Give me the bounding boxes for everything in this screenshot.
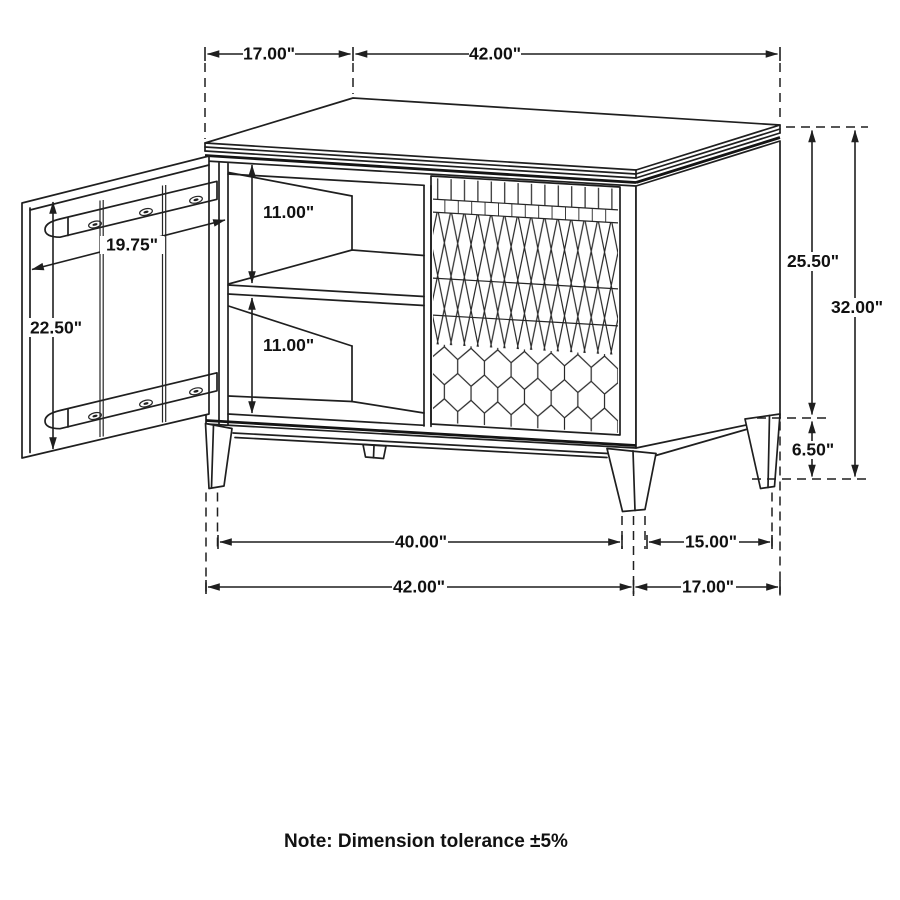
dim-side-leg-spacing-label: 15.00" [685,532,737,552]
dim-door: 22.50" 19.75" [25,201,226,450]
dim-overall-depth-label: 17.00" [682,577,734,597]
dim-upper-opening-label: 11.00" [263,202,314,222]
dim-leg-height-label: 6.50" [792,440,834,460]
dim-top-depth-label: 17.00" [243,44,295,64]
dim-front-leg-spacing-label: 40.00" [395,532,447,552]
dim-case-height-label: 25.50" [787,251,839,271]
right-side-face [635,140,781,449]
dim-overall-width-label: 42.00" [393,577,445,597]
tile-border-row-2 [433,199,618,223]
tile-border-row-1 [433,178,618,210]
front-right-leg [606,447,657,513]
cabinet-top [204,97,781,184]
shelf-front-bottom-edge [227,293,425,307]
open-door [21,155,218,459]
legs [204,413,781,513]
dim-top: 17.00" 42.00" [204,44,781,64]
dim-lower-opening-label: 11.00" [263,335,314,355]
dim-top-width-label: 42.00" [469,44,521,64]
cabinet-line-drawing: 17.00" 42.00" 22.50" 19.75" 11.00" 11.00… [21,43,888,597]
tolerance-note: Note: Dimension tolerance ±5% [284,831,568,852]
shelf-front-top-edge [227,284,425,298]
pattern-panel [430,175,621,436]
dim-door-height-label: 22.50" [30,318,82,338]
dim-openings: 11.00" 11.00" [248,164,319,414]
front-left-leg [204,422,233,490]
dim-bottom: 40.00" 15.00" 42.00" 17.00" [205,532,781,597]
dim-overall-height-label: 32.00" [831,297,883,317]
honeycomb-band [433,344,618,433]
dim-heights: 25.50" 32.00" 6.50" [783,129,888,478]
back-right-leg [744,413,781,490]
dim-door-diag-label: 19.75" [106,235,158,255]
